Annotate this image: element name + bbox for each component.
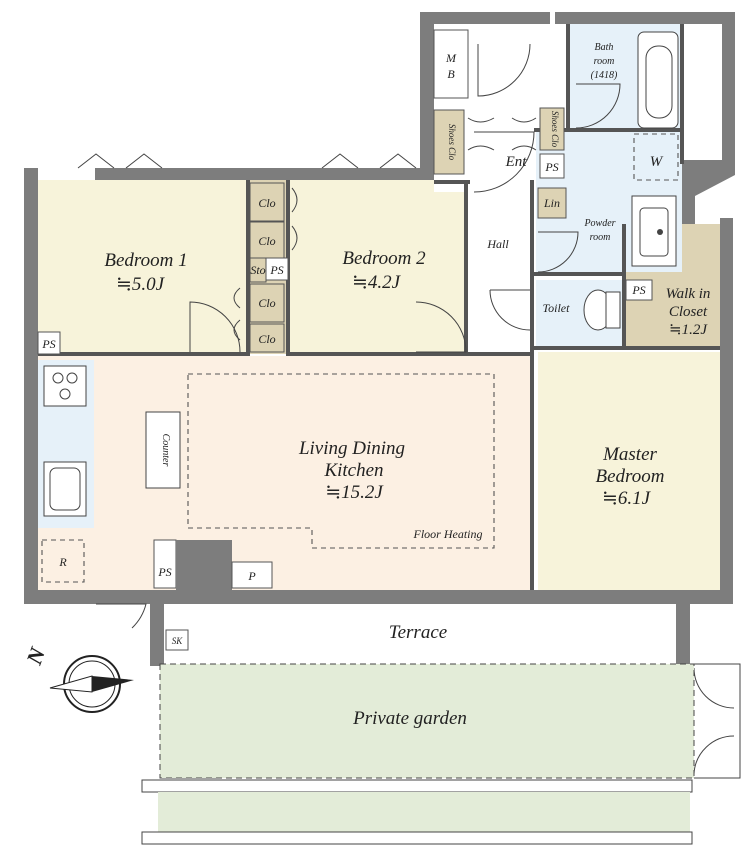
ps-label-ldk: PS (157, 565, 171, 579)
clo-label-2: Clo (258, 234, 275, 248)
hall-label: Hall (486, 237, 509, 251)
closet-clo-2 (249, 221, 285, 259)
bedroom1-floor (38, 180, 248, 354)
bathtub (637, 31, 679, 129)
closet-clo-1 (249, 182, 285, 222)
closet-ps-b2 (265, 257, 289, 281)
ps-label-bed1: PS (41, 337, 55, 351)
ent-label: Ent (505, 154, 528, 170)
stove (43, 365, 87, 407)
vanity-sink (631, 195, 677, 267)
bath-line2: room (594, 56, 615, 67)
bedroom2-size: ≒4.2J (352, 272, 402, 293)
ps-ldk (153, 539, 177, 589)
exterior-walls (24, 12, 735, 666)
toilet-label: Toilet (543, 301, 571, 315)
ldk-size: ≒15.2J (325, 482, 384, 503)
sto-label: Sto (250, 263, 265, 277)
ldk-name-2: Kitchen (323, 460, 383, 481)
w-label: W (650, 154, 664, 170)
shoes-clo-label-left: Shoes Clo (447, 124, 457, 161)
fixtures (41, 31, 679, 590)
p-label: P (247, 569, 256, 583)
terrace-area (164, 604, 676, 664)
ps-label-ent: PS (544, 160, 558, 174)
hall-floor (470, 180, 532, 352)
mb-label-b: B (447, 67, 455, 81)
counter-label: Counter (160, 434, 171, 467)
garden-wall-bottom (141, 831, 693, 845)
clo-label-1: Clo (258, 196, 275, 210)
closet-clo-3 (249, 283, 285, 323)
shoes-clo-left (433, 109, 465, 175)
sk-box (165, 629, 189, 651)
garden-wall-top (141, 779, 693, 793)
bedroom2-name: Bedroom 2 (342, 248, 426, 269)
bath-line1: Bath (595, 42, 614, 53)
wic-name-2: Closet (669, 304, 708, 320)
floor-heating-label: Floor Heating (413, 527, 483, 541)
bedroom2-floor (288, 180, 466, 354)
bedroom1-name: Bedroom 1 (104, 250, 187, 271)
master-name-1: Master (602, 444, 657, 465)
master-size: ≒6.1J (602, 488, 652, 509)
garden-area (159, 663, 695, 779)
powder-line2: room (590, 232, 611, 243)
counter (145, 411, 181, 489)
p-box (231, 561, 273, 589)
wic-size: ≒1.2J (669, 322, 708, 338)
terrace-label: Terrace (389, 622, 447, 643)
fridge-space (41, 539, 85, 583)
mb-box (433, 29, 469, 99)
mb-label-m: M (445, 51, 457, 65)
ps-wic (625, 279, 653, 301)
master-name-2: Bedroom (596, 466, 665, 487)
doors (77, 43, 741, 779)
floor-heating-area (187, 373, 495, 549)
clo-label-3: Clo (258, 296, 275, 310)
ps-label-b2: PS (269, 263, 283, 277)
compass-n-label: N (21, 643, 51, 668)
powder-line1: Powder (583, 218, 615, 229)
shoes-clo-right (539, 107, 565, 151)
wic-name-1: Walk in (666, 286, 711, 302)
garden-label: Private garden (352, 708, 467, 729)
sk-label: SK (172, 636, 184, 646)
washer-space (633, 133, 679, 181)
closets (37, 107, 653, 355)
lin-closet (537, 187, 567, 219)
compass-icon (49, 655, 134, 713)
bedroom1-size: ≒5.0J (116, 274, 166, 295)
master-floor (538, 352, 720, 590)
shoes-clo-label-right: Shoes Clo (550, 111, 560, 148)
garden-strip (158, 792, 690, 832)
outdoor (141, 604, 695, 845)
labels: Bedroom 1 ≒5.0J Bedroom 2 ≒4.2J Living D… (21, 42, 711, 729)
ldk-floor (38, 356, 532, 590)
ldk-name-1: Living Dining (298, 438, 405, 459)
ps-label-wic: PS (631, 283, 645, 297)
clo-label-4: Clo (258, 332, 275, 346)
ps-ent (539, 153, 565, 179)
lin-label: Lin (543, 196, 560, 210)
r-label: R (58, 555, 67, 569)
closet-clo-4 (249, 323, 285, 353)
ps-bed1 (37, 331, 61, 355)
bath-line3: (1418) (591, 70, 618, 81)
